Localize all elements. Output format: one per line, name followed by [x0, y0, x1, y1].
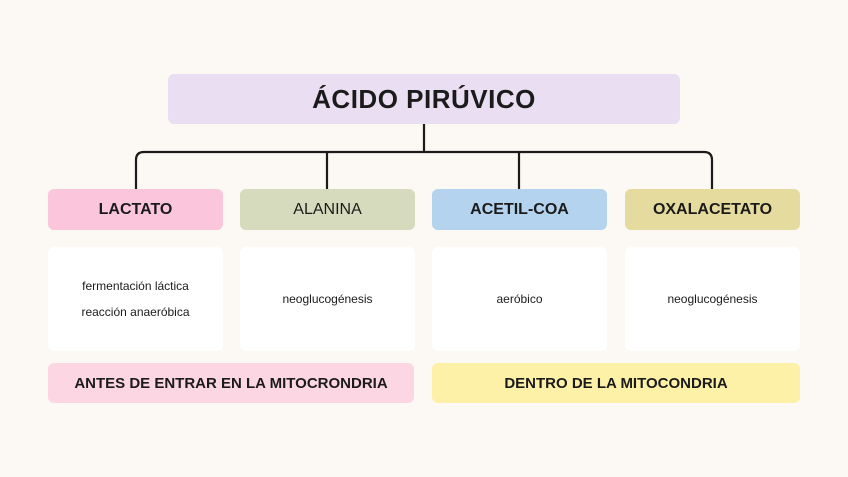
- branch-acetil-coa: ACETIL-COA: [432, 189, 607, 230]
- main-title: ÁCIDO PIRÚVICO: [168, 74, 680, 124]
- card-alanina: neoglucogénesis: [240, 247, 415, 351]
- branch-alanina: ALANINA: [240, 189, 415, 230]
- card-acetil-coa: aeróbico: [432, 247, 607, 351]
- branch-oxalacetato: OXALACETATO: [625, 189, 800, 230]
- note-text: aeróbico: [496, 292, 543, 306]
- card-lactato: fermentación láctica reacción anaeróbica: [48, 247, 223, 351]
- band-inside-mitochondria: DENTRO DE LA MITOCONDRIA: [432, 363, 800, 403]
- branch-lactato: LACTATO: [48, 189, 223, 230]
- band-before-mitochondria: ANTES DE ENTRAR EN LA MITOCRONDRIA: [48, 363, 414, 403]
- card-oxalacetato: neoglucogénesis: [625, 247, 800, 351]
- note-text: reacción anaeróbica: [81, 305, 190, 319]
- note-text: neoglucogénesis: [667, 292, 758, 306]
- note-text: fermentación láctica: [82, 279, 189, 293]
- note-text: neoglucogénesis: [282, 292, 373, 306]
